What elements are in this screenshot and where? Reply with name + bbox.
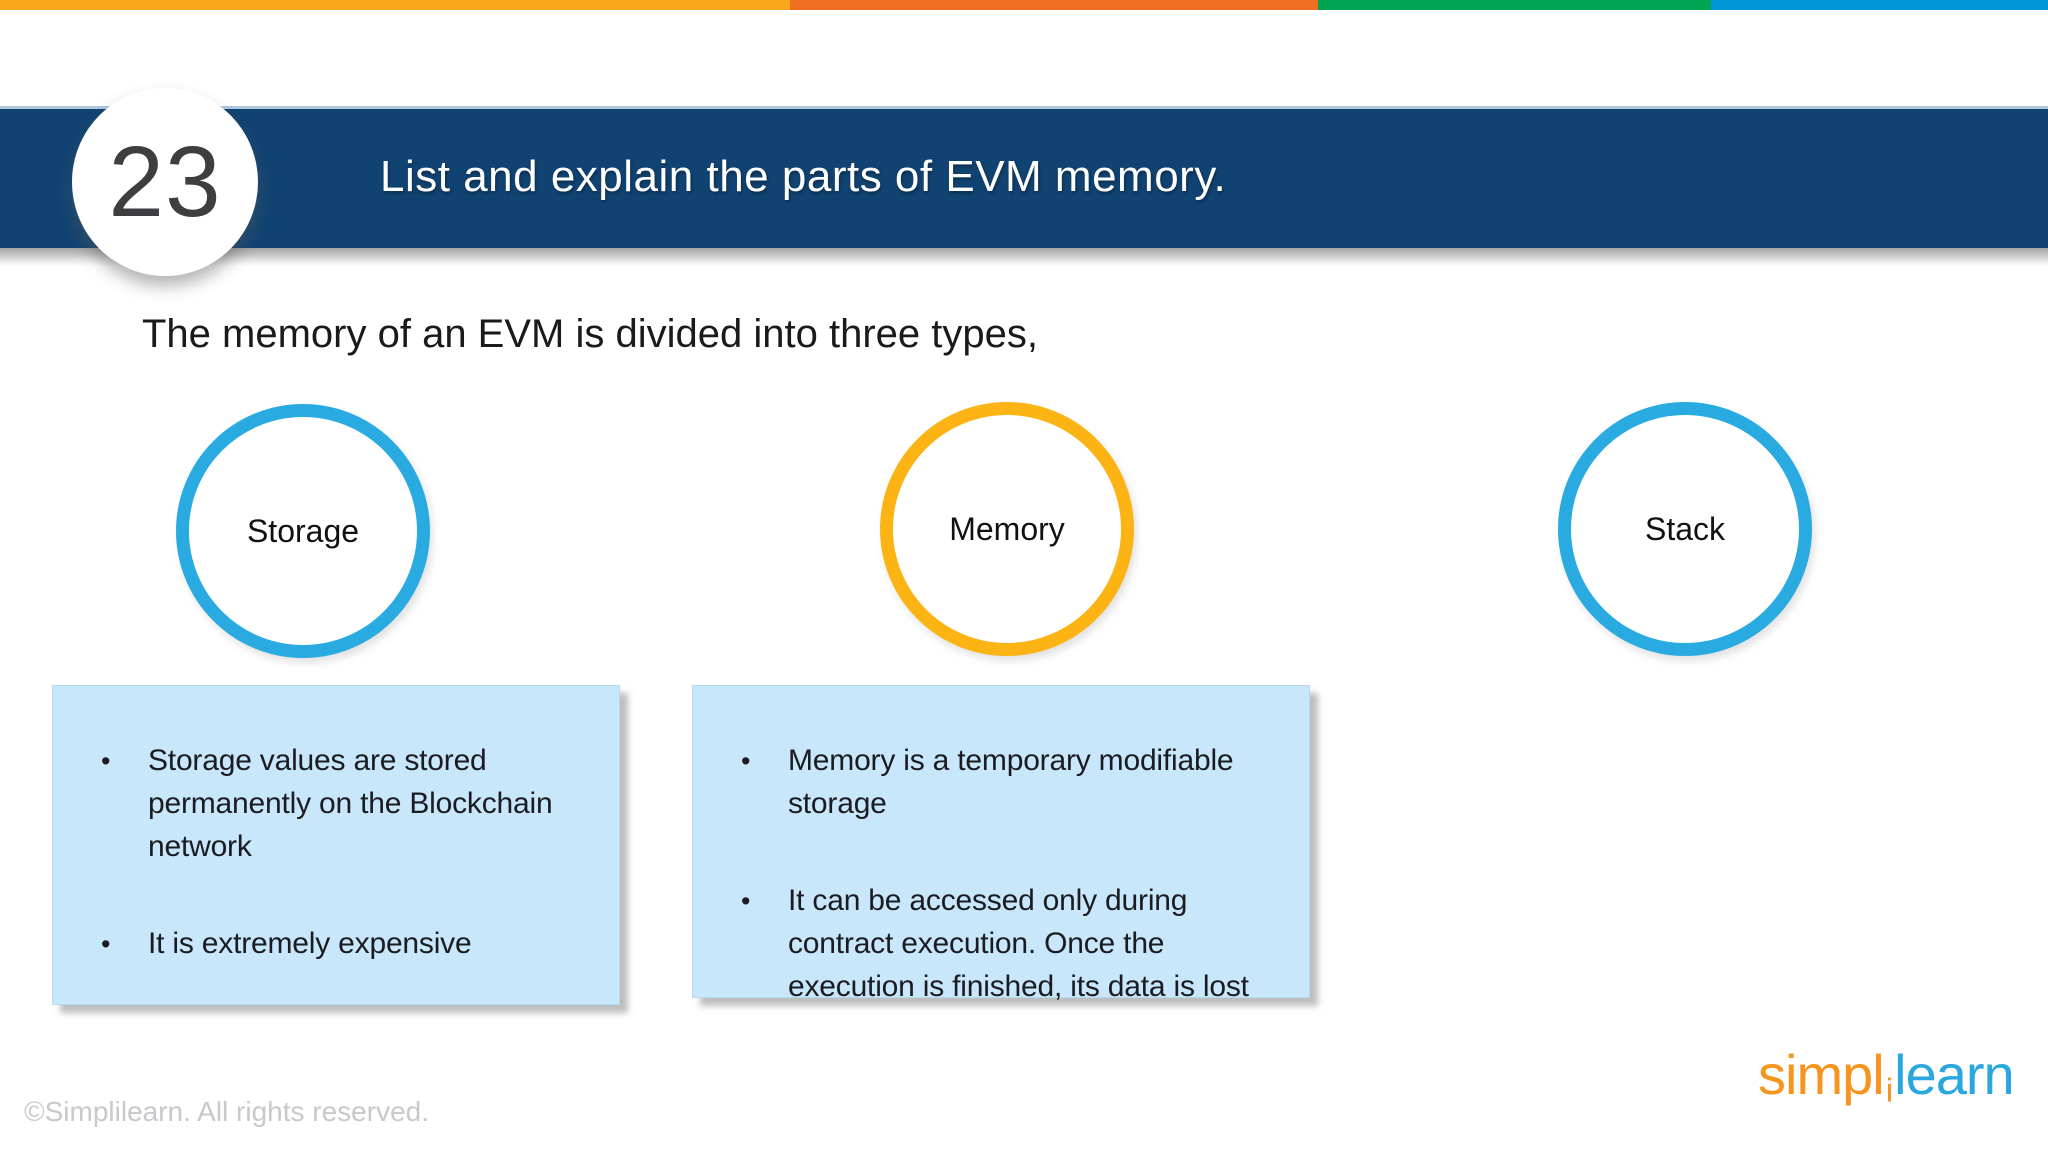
question-number-badge: 23 xyxy=(72,88,258,276)
simplilearn-logo: simplilearn xyxy=(1758,1042,2015,1110)
logo-part-learn: learn xyxy=(1894,1043,2015,1106)
circle-memory-label: Memory xyxy=(949,510,1065,547)
info-box-memory: Memory is a temporary modifiable storage… xyxy=(692,685,1310,1003)
logo-part-i: i xyxy=(1885,1072,1894,1110)
top-color-bar xyxy=(0,0,2048,10)
top-bar-segment-blue xyxy=(1711,0,2048,10)
copyright-text: ©Simplilearn. All rights reserved. xyxy=(24,1096,430,1127)
top-bar-segment-green xyxy=(1318,0,1711,10)
circle-storage-label: Storage xyxy=(246,512,360,549)
circle-stack-label: Stack xyxy=(1644,510,1726,547)
list-item: It is extremely expensive xyxy=(53,923,601,966)
page-title: List and explain the parts of EVM memory… xyxy=(380,152,1227,201)
storage-bullet-list: Storage values are stored permanently on… xyxy=(53,686,619,966)
intro-text: The memory of an EVM is divided into thr… xyxy=(142,312,1038,356)
header-band xyxy=(0,106,2048,266)
list-item: Storage values are stored permanently on… xyxy=(53,740,601,869)
question-number: 23 xyxy=(108,125,222,238)
info-box-storage: Storage values are stored permanently on… xyxy=(52,685,620,1005)
circle-storage: Storage xyxy=(176,404,430,658)
list-item: Memory is a temporary modifiable storage xyxy=(693,740,1291,826)
top-bar-segment-amber xyxy=(0,0,790,10)
logo-part-simpl: simpl xyxy=(1758,1043,1885,1106)
list-item: It can be accessed only during contract … xyxy=(693,880,1291,1009)
top-bar-segment-orange xyxy=(790,0,1318,10)
circle-stack: Stack xyxy=(1558,402,1812,656)
circle-memory: Memory xyxy=(880,402,1134,656)
memory-bullet-list: Memory is a temporary modifiable storage… xyxy=(693,686,1309,1008)
